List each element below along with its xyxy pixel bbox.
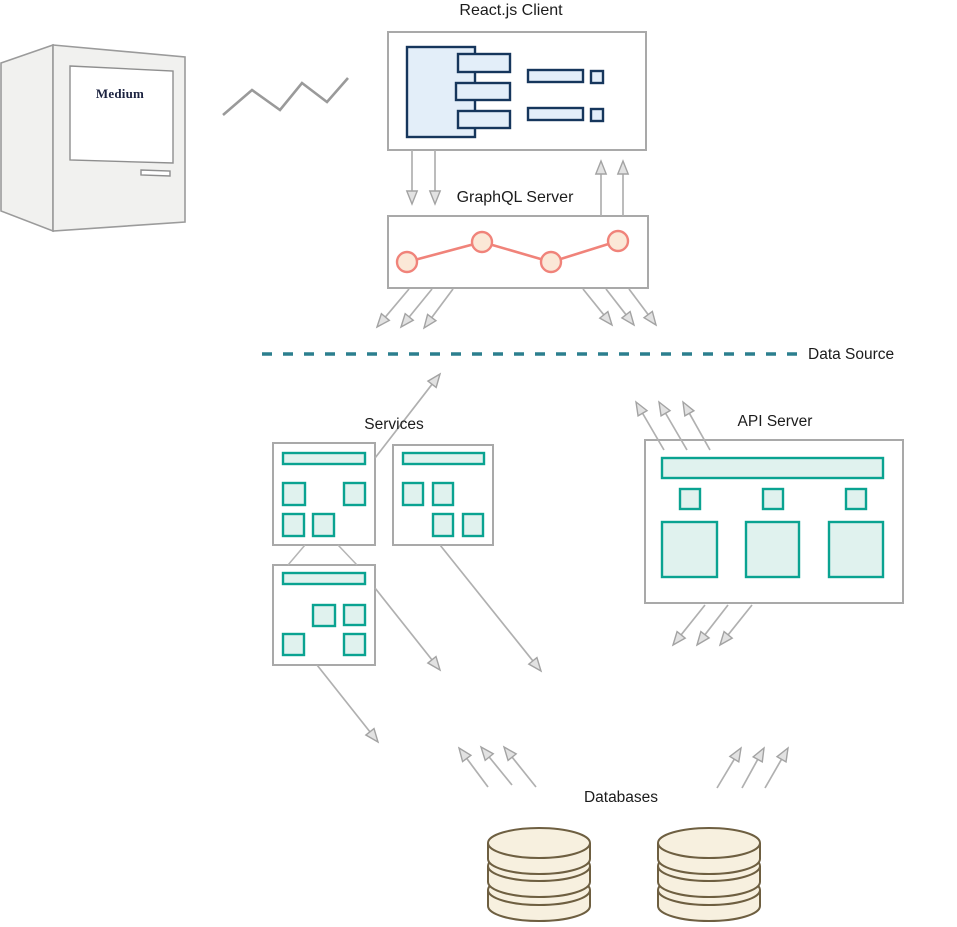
arrow-line: [703, 604, 729, 637]
computer-screen-label: Medium: [95, 86, 145, 101]
arrowhead-icon: [479, 745, 495, 762]
arrowhead-icon: [457, 746, 473, 763]
databases-label: Databases: [583, 789, 659, 806]
arrow-line: [374, 382, 434, 459]
component-blocks-icon: [405, 45, 605, 139]
graphql-server-label: GraphQL Server: [456, 189, 574, 206]
arrow-line: [679, 604, 706, 637]
computer-disk-slot: [140, 169, 171, 177]
arrow-line: [383, 288, 410, 320]
api-server-node: [644, 439, 904, 604]
arrow-line: [582, 288, 606, 317]
arrowhead-icon: [502, 745, 518, 762]
arrowhead-icon: [426, 655, 442, 672]
arrow-line: [374, 587, 434, 662]
arrowhead-icon: [682, 400, 696, 417]
arrowhead-icon: [635, 400, 649, 417]
arrowhead-icon: [527, 656, 543, 673]
arrow-line: [764, 757, 784, 789]
arrowhead-icon: [364, 727, 380, 744]
computer-side-face: [0, 43, 54, 233]
flow-arrows: [316, 150, 789, 789]
service-card-icon: [392, 444, 494, 546]
arrowhead-icon: [658, 400, 672, 417]
service-tree-connector: [287, 544, 306, 566]
arrowhead-icon: [695, 630, 711, 647]
arrowhead-icon: [728, 746, 742, 763]
arrow-line: [663, 411, 688, 451]
arrowhead-icon: [616, 159, 630, 175]
arrowhead-icon: [642, 310, 658, 327]
arrow-line: [487, 754, 513, 786]
api-server-label: API Server: [737, 413, 813, 430]
arrowhead-icon: [399, 312, 415, 329]
arrowhead-icon: [422, 313, 438, 330]
arrow-line: [316, 664, 372, 734]
arrowhead-icon: [405, 190, 419, 206]
react-client-label: React.js Client: [459, 2, 563, 19]
arrow-line: [429, 288, 454, 320]
computer-screen: [69, 65, 174, 164]
services-group: [272, 442, 494, 666]
arrow-line: [464, 756, 489, 788]
arrow-line: [605, 288, 628, 317]
arrow-line: [407, 288, 433, 320]
arrow-line: [439, 544, 535, 663]
react-client-node: [387, 31, 647, 151]
arrow-line: [628, 288, 651, 317]
arrow-line: [510, 755, 537, 788]
service-card-icon: [272, 442, 376, 546]
database-cylinder-icon: [487, 827, 591, 922]
arrowhead-icon: [718, 630, 734, 647]
data-source-label: Data Source: [808, 346, 895, 363]
graphql-server-node: [387, 215, 649, 289]
database-cylinder-icon: [657, 827, 761, 922]
service-card-icon: [272, 564, 376, 666]
arrowhead-icon: [620, 310, 636, 327]
service-tree-connector: [337, 544, 358, 566]
arrow-line: [687, 411, 711, 451]
zigzag-signal-icon: [222, 77, 349, 116]
arrowhead-icon: [428, 190, 442, 206]
arrowhead-icon: [375, 312, 391, 329]
arrowhead-icon: [426, 372, 442, 389]
api-server-blocks-icon: [660, 456, 885, 579]
arrowhead-icon: [671, 630, 687, 647]
arrow-line: [640, 411, 665, 451]
line-chart-icon: [395, 229, 630, 274]
arrowhead-icon: [775, 746, 789, 763]
arrowhead-icon: [751, 746, 765, 764]
arrowhead-icon: [598, 310, 614, 327]
arrow-line: [726, 604, 753, 637]
services-label: Services: [364, 416, 424, 433]
computer-icon: [0, 43, 186, 233]
arrow-line: [716, 756, 737, 789]
arrow-line: [741, 757, 760, 789]
arrowhead-icon: [594, 159, 608, 175]
